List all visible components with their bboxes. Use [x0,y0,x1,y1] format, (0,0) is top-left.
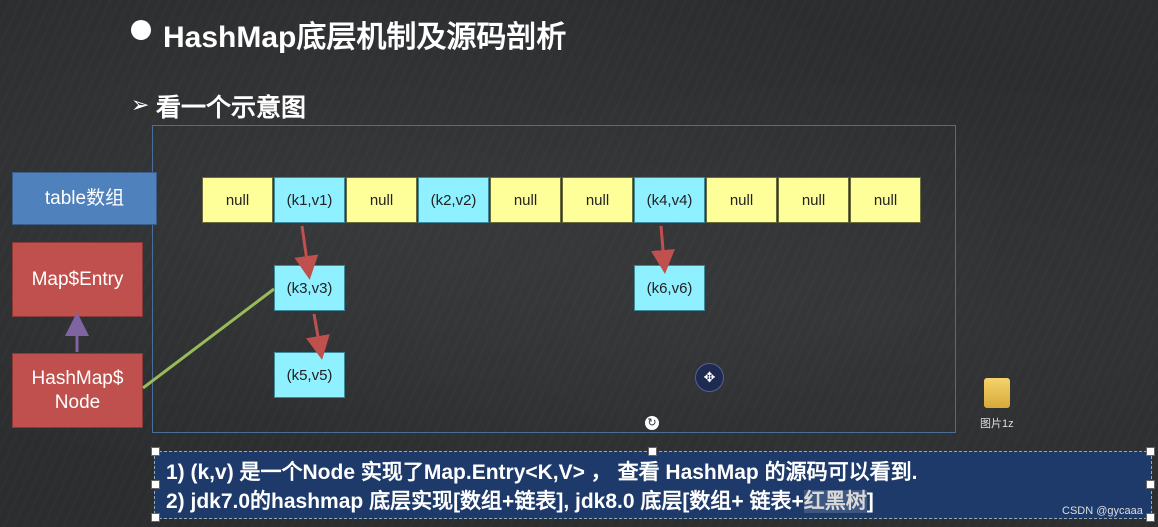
move-cursor-icon: ✥ [695,363,724,392]
table-cell: null [706,177,777,223]
note-line-1: 1) (k,v) 是一个Node 实现了Map.Entry<K,V> ， 查看 … [166,461,918,484]
arrow-k4-to-k6 [651,225,675,274]
table-cell: (k2,v2) [418,177,489,223]
note-line-2-highlight: 红黑树 [803,490,867,513]
arrow-k3-to-k5 [306,313,330,360]
table-cell: null [202,177,273,223]
slide-subtitle: 看一个示意图 [156,94,307,122]
rotate-handle-icon[interactable]: ↻ [645,416,659,430]
note-line-2-main: 2) jdk7.0的hashmap 底层实现[数组+链表], jdk8.0 底层… [166,490,804,513]
table-array: null (k1,v1) null (k2,v2) null null (k4,… [202,177,922,223]
resize-handle[interactable] [151,513,160,522]
bullet-dot [131,20,151,40]
note-line-2: 2) jdk7.0的hashmap 底层实现[数组+链表], jdk8.0 底层… [166,485,874,515]
table-cell: null [850,177,921,223]
arrow-k1-to-k3 [294,225,319,280]
resize-handle[interactable] [151,480,160,489]
file-label[interactable]: 图片1z [980,418,1014,430]
resize-handle[interactable] [1146,513,1155,522]
table-cell: (k4,v4) [634,177,705,223]
diagram-frame [152,125,956,433]
node-label-line2: Node [54,391,101,413]
hashmap-node-label: HashMap$ Node [12,353,143,428]
resize-handle[interactable] [151,447,160,456]
table-cell: null [346,177,417,223]
map-entry-label: Map$Entry [12,242,143,317]
slide-title: HashMap底层机制及源码剖析 [163,21,567,54]
table-cell: null [778,177,849,223]
table-cell: (k1,v1) [274,177,345,223]
node-label-line1: HashMap$ [31,367,124,389]
resize-handle[interactable] [648,447,657,456]
subtitle-arrow-icon: ➢ [131,92,150,117]
resize-handle[interactable] [1146,447,1155,456]
resize-handle[interactable] [1146,480,1155,489]
table-cell: null [490,177,561,223]
table-array-label: table数组 [12,172,157,225]
table-cell: null [562,177,633,223]
connector-node-to-k3 [142,287,275,390]
zip-file-icon[interactable] [984,378,1010,408]
note-line-2-end: ] [866,490,874,513]
watermark: CSDN @gycaaa [1062,505,1143,517]
